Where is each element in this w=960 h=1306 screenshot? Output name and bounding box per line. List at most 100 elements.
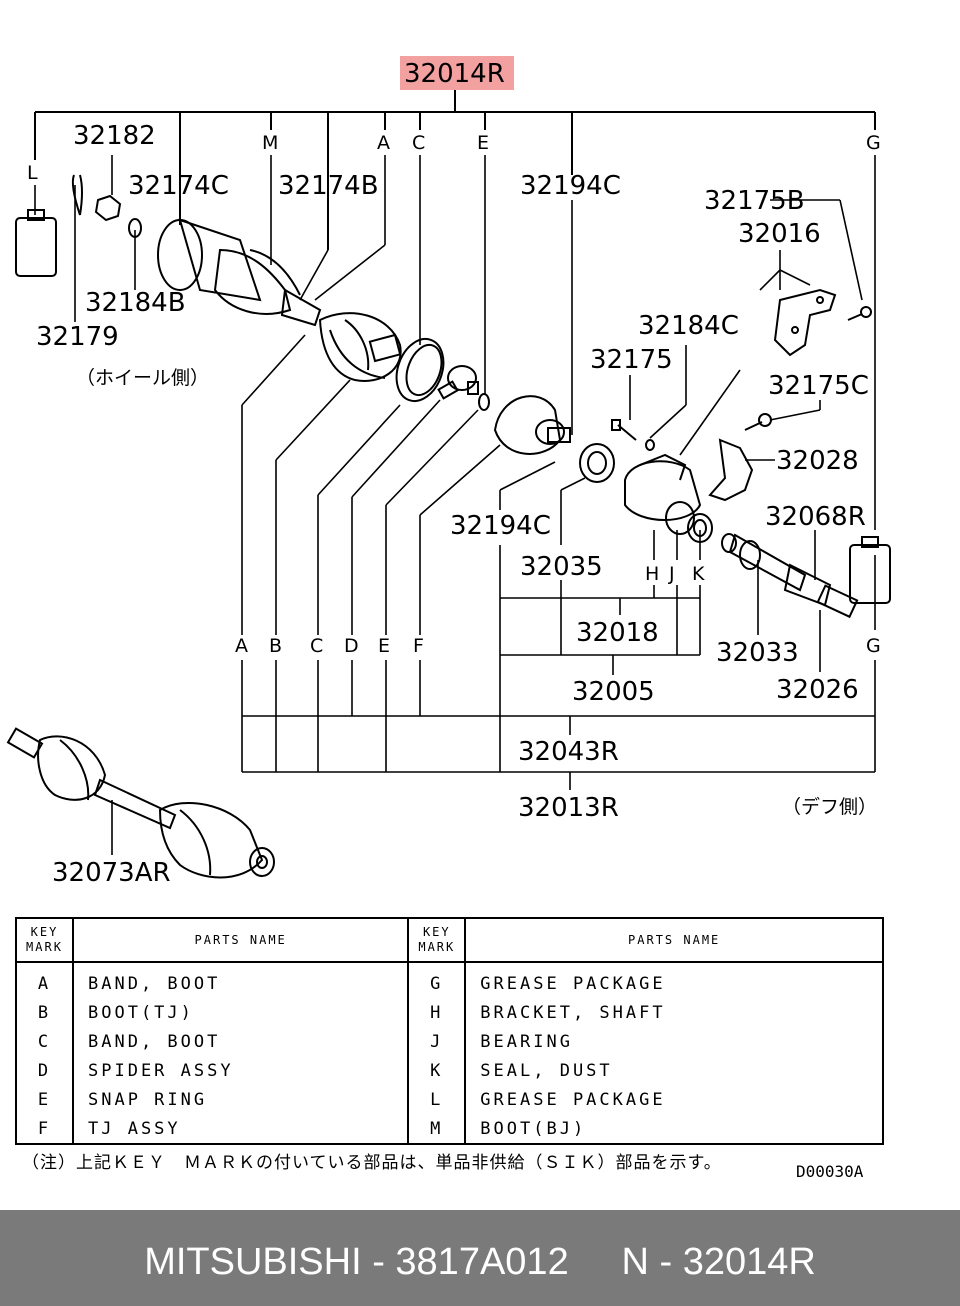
key-mark-cell: C	[15, 1027, 74, 1056]
complete-shaft-shape	[6, 727, 275, 879]
label-32174c: 32174C	[128, 171, 229, 201]
main-part-number: 32014R	[404, 59, 505, 89]
tj-housing-shape	[493, 395, 571, 455]
key-mark-cell: G	[407, 962, 467, 998]
parts-table: KEY MARK PARTS NAME KEY MARK PARTS NAME …	[15, 917, 884, 1145]
bolt-32175c-shape	[744, 413, 772, 431]
grease-package-left	[15, 209, 57, 277]
label-32068r: 32068R	[765, 502, 866, 532]
parts-name-header-left: PARTS NAME	[71, 918, 410, 963]
mark-m-top: M	[262, 132, 279, 154]
main-part-highlight	[400, 56, 514, 90]
exploded-view-drawing	[6, 90, 891, 879]
mark-header-line2: MARK	[26, 940, 63, 954]
mark-header-line2: MARK	[418, 940, 456, 954]
outer-joint-shape	[157, 218, 322, 327]
mark-f-bottom: F	[413, 635, 424, 657]
tripod-boot-shape	[318, 312, 402, 382]
key-mark-cell: B	[15, 998, 74, 1027]
spider-assy-shape	[437, 365, 479, 400]
table-row: F TJ ASSY M BOOT(BJ)	[15, 1114, 884, 1144]
mark-h: H	[645, 563, 660, 585]
cotter-pin-shape	[71, 174, 81, 216]
label-32194c-top: 32194C	[520, 171, 621, 201]
footer-part-reference: MITSUBISHI - 3817A012 N - 32014R	[144, 1241, 816, 1283]
label-32175c: 32175C	[768, 371, 869, 401]
label-32035: 32035	[520, 552, 603, 582]
key-mark-cell: L	[407, 1085, 467, 1114]
footnote: （注）上記ＫＥＹ ＭＡＲＫの付いている部品は、単品非供給（ＳＩＫ）部品を示す。	[22, 1153, 722, 1173]
table-header-row: KEY MARK PARTS NAME KEY MARK PARTS NAME	[15, 918, 884, 963]
key-header-line1: KEY	[30, 925, 59, 939]
mark-j: J	[669, 563, 675, 585]
key-mark-cell: J	[407, 1027, 467, 1056]
label-32028: 32028	[776, 446, 859, 476]
label-32179: 32179	[36, 322, 119, 352]
drive-shaft-shape	[728, 533, 859, 619]
label-32005: 32005	[572, 677, 655, 707]
label-diff-side: （デフ側）	[782, 796, 878, 818]
parts-name-header-right: PARTS NAME	[464, 918, 884, 963]
key-mark-header-right: KEY MARK	[407, 918, 467, 963]
leader-lines	[34, 155, 876, 855]
nut-shape	[94, 194, 122, 222]
mark-c-bottom: C	[310, 635, 324, 657]
footer-bar: MITSUBISHI - 3817A012 N - 32014R	[0, 1210, 960, 1306]
table-row: A BAND, BOOT G GREASE PACKAGE	[15, 962, 884, 998]
bolt-32175b-shape	[847, 306, 872, 321]
label-32182: 32182	[73, 121, 156, 151]
parts-name-cell: TJ ASSY	[71, 1114, 410, 1144]
bracket-32016-shape	[773, 288, 837, 357]
parts-name-cell: GREASE PACKAGE	[464, 1085, 884, 1114]
label-32184c: 32184C	[638, 311, 739, 341]
label-32026: 32026	[776, 675, 859, 705]
label-32016: 32016	[738, 219, 821, 249]
washer-32184c-shape	[645, 439, 655, 451]
bearing-32035-shape	[579, 443, 615, 483]
label-32184b: 32184B	[85, 288, 186, 318]
mark-k: K	[692, 563, 705, 585]
key-mark-cell: D	[15, 1056, 74, 1085]
label-wheel-side: （ホイール側）	[76, 367, 210, 389]
parts-name-cell: BOOT(TJ)	[71, 998, 410, 1027]
mark-e-top: E	[477, 132, 490, 154]
mark-c-top: C	[412, 132, 426, 154]
table-row: D SPIDER ASSY K SEAL, DUST	[15, 1056, 884, 1085]
mark-g-top: G	[866, 132, 881, 154]
grease-package-right	[849, 536, 891, 604]
key-mark-cell: K	[407, 1056, 467, 1085]
band-boot-shape	[395, 338, 445, 402]
mark-a-top: A	[377, 132, 390, 154]
parts-name-cell: BAND, BOOT	[71, 1027, 410, 1056]
key-mark-header-left: KEY MARK	[15, 918, 74, 963]
parts-name-cell: BAND, BOOT	[71, 962, 410, 998]
label-32018: 32018	[576, 618, 659, 648]
mark-a-bottom: A	[235, 635, 248, 657]
bracket-shaft-shape	[624, 453, 737, 553]
mark-d-bottom: D	[344, 635, 359, 657]
label-32174b: 32174B	[278, 171, 379, 201]
key-mark-cell: H	[407, 998, 467, 1027]
bolt-32175-shape	[611, 419, 637, 441]
label-32194c-bottom: 32194C	[450, 511, 551, 541]
top-bracket-lines	[34, 90, 876, 250]
drawing-code: D00030A	[796, 1162, 864, 1181]
mark-l-top: L	[27, 162, 38, 184]
parts-name-cell: BOOT(BJ)	[464, 1114, 884, 1144]
table-row: B BOOT(TJ) H BRACKET, SHAFT	[15, 998, 884, 1027]
key-mark-cell: A	[15, 962, 74, 998]
parts-name-cell: BEARING	[464, 1027, 884, 1056]
washer-shape	[128, 218, 142, 238]
parts-name-cell: BRACKET, SHAFT	[464, 998, 884, 1027]
table-row: C BAND, BOOT J BEARING	[15, 1027, 884, 1056]
parts-name-cell: GREASE PACKAGE	[464, 962, 884, 998]
key-header-line1: KEY	[422, 925, 451, 939]
label-32033: 32033	[716, 638, 799, 668]
parts-name-cell: SPIDER ASSY	[71, 1056, 410, 1085]
key-mark-cell: F	[15, 1114, 74, 1144]
parts-name-cell: SNAP RING	[71, 1085, 410, 1114]
key-mark-cell: E	[15, 1085, 74, 1114]
key-mark-cell: M	[407, 1114, 467, 1144]
parts-name-cell: SEAL, DUST	[464, 1056, 884, 1085]
